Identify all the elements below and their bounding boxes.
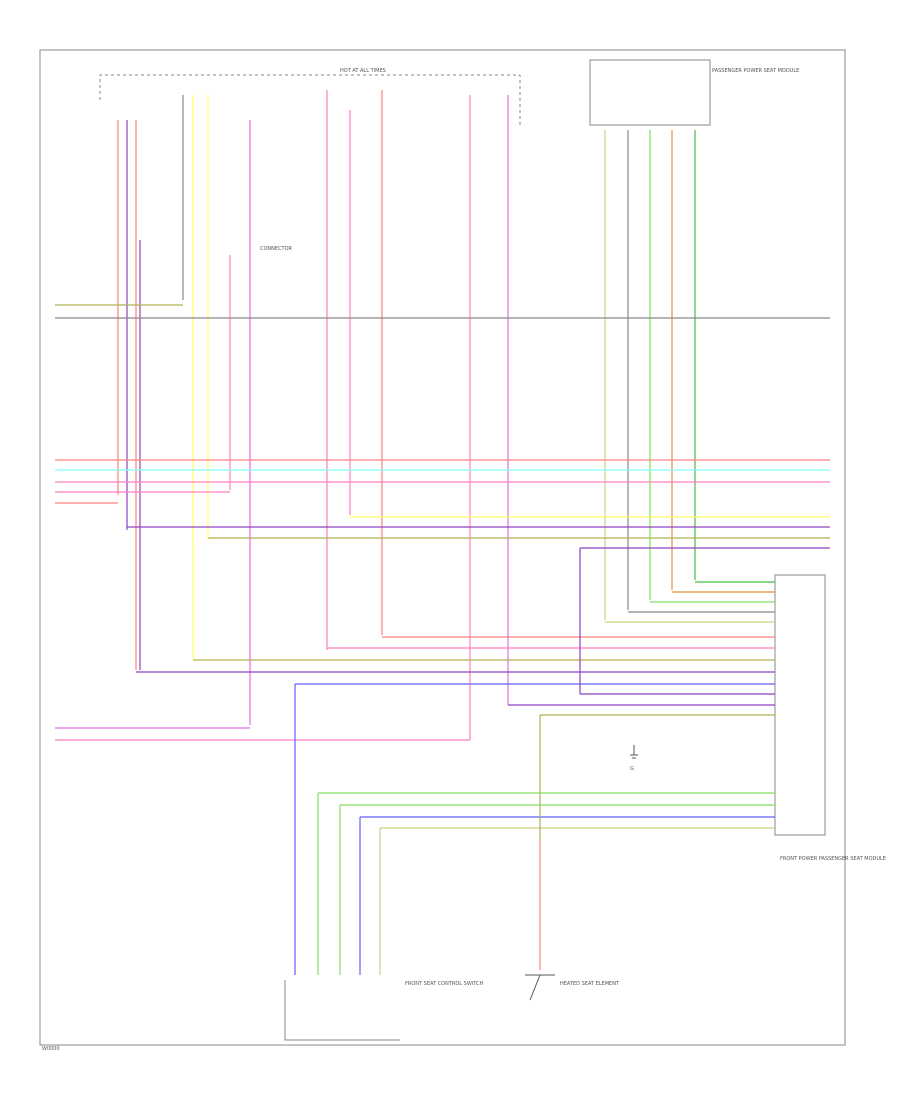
front-module-box	[774, 574, 826, 836]
seat-switch-box	[284, 980, 400, 1041]
passenger-module-box	[589, 59, 711, 126]
vertical-wires	[117, 90, 696, 740]
ground-label: G	[630, 766, 634, 772]
front-module-label: FRONT POWER PASSENGER SEAT MODULE	[780, 856, 886, 862]
fuse-box-outline	[99, 74, 521, 125]
horizontal-wires	[55, 304, 830, 829]
diagram-frame	[39, 49, 846, 1046]
seat-switch-label: FRONT SEAT CONTROL SWITCH	[405, 981, 484, 987]
footer-code: W0000	[42, 1046, 60, 1052]
switch-wires	[294, 548, 581, 975]
heater-switch-symbol	[525, 974, 555, 1001]
passenger-module-label: PASSENGER POWER SEAT MODULE	[712, 68, 799, 74]
fuse-box-title: HOT AT ALL TIMES	[340, 68, 386, 74]
ground-symbol	[630, 745, 638, 759]
heater-label: HEATED SEAT ELEMENT	[560, 981, 620, 987]
connector-label: CONNECTOR	[260, 246, 293, 252]
